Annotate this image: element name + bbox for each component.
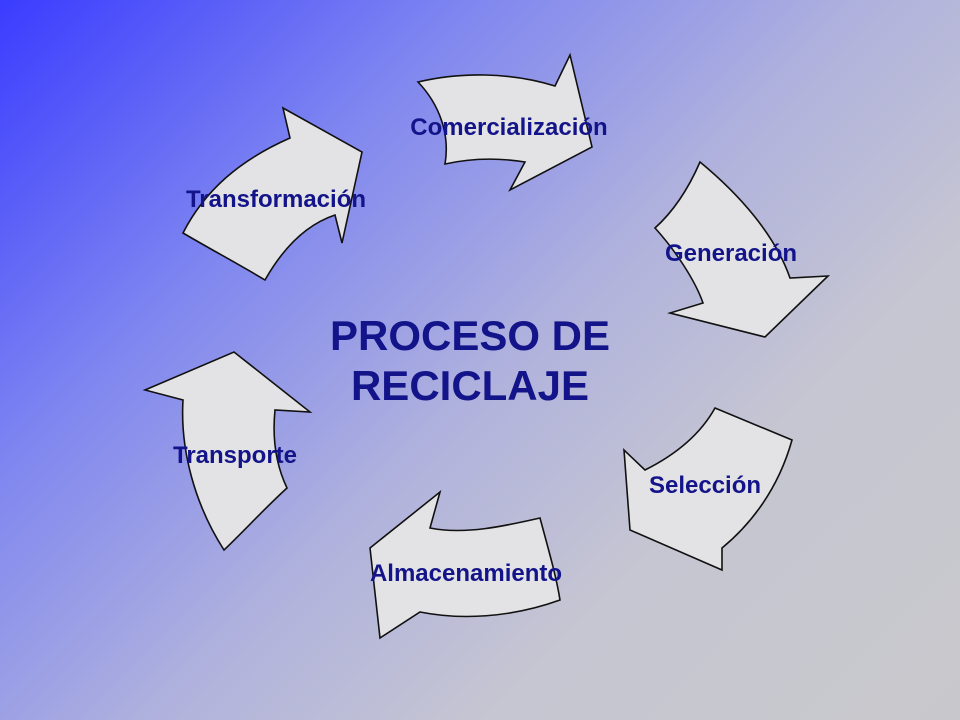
generacion-arrow-icon [653, 160, 831, 338]
center-title-line-1: PROCESO DE [330, 312, 610, 359]
step-label-seleccion: Selección [649, 472, 761, 499]
seleccion-arrow-icon [623, 406, 793, 572]
center-title-line-2: RECICLAJE [351, 362, 589, 409]
transporte-arrow-icon [142, 351, 313, 552]
step-label-comercializacion: Comercialización [410, 114, 607, 141]
step-label-almacenamiento: Almacenamiento [370, 560, 562, 587]
step-label-generacion: Generación [665, 240, 797, 267]
almacenamiento-arrow-icon [369, 489, 561, 640]
step-label-transporte: Transporte [173, 442, 297, 469]
step-label-transformacion: Transformación [186, 186, 366, 213]
comercializacion-arrow-icon [416, 52, 593, 192]
transformacion-arrow-icon [181, 106, 363, 282]
